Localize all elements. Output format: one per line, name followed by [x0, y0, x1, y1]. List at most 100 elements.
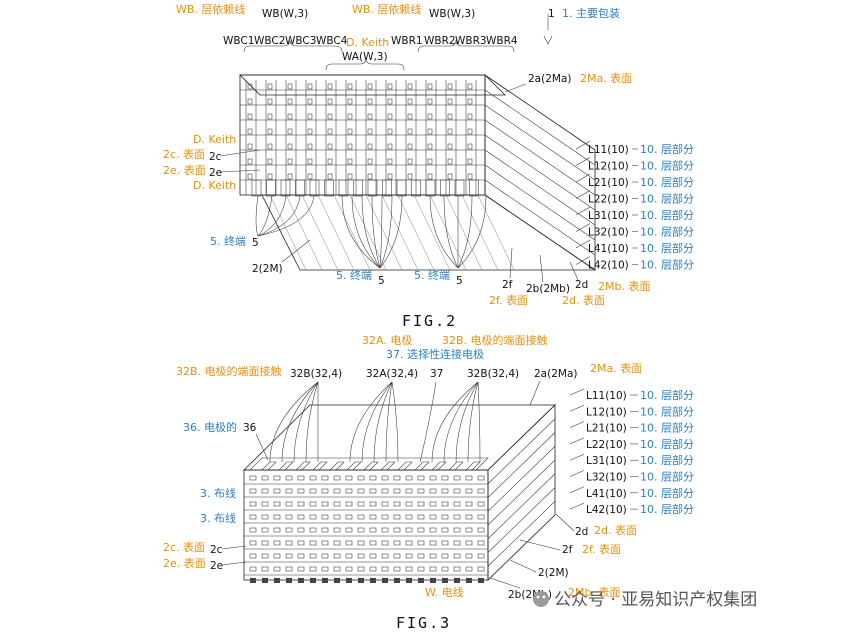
- fig3-via: [261, 501, 269, 507]
- fig3-via: [465, 527, 473, 533]
- fig2-lead-left: [257, 195, 301, 237]
- fig3-via: [405, 540, 413, 546]
- fig2-layer-label: L12(10): [588, 161, 629, 173]
- fig2-foot: [295, 179, 305, 197]
- fig2-layer-leader: [575, 140, 591, 150]
- fig3-lead-32a: [373, 381, 393, 463]
- fig2-pad: [347, 128, 353, 135]
- fig3-via: [321, 566, 329, 572]
- fig3-leader-2c: [221, 545, 247, 550]
- fig3-layer-label: L42(10): [586, 504, 627, 516]
- fig2-pad: [367, 98, 373, 105]
- fig3-via: [405, 527, 413, 533]
- fig3-layer-leader: [569, 421, 585, 428]
- fig3-via: [357, 475, 365, 481]
- fig3-via: [453, 527, 461, 533]
- fig2-pad: [387, 128, 393, 135]
- fig2-leader-2e: [219, 169, 261, 173]
- fig3-lead-32b-right: [467, 381, 479, 463]
- fig2-pad: [427, 83, 433, 90]
- fig3-via: [441, 540, 449, 546]
- fig3-via: [357, 540, 365, 546]
- fig2-lead-right: [443, 195, 459, 269]
- fig2-foot: [469, 179, 479, 197]
- fig2-pad: [327, 98, 333, 105]
- fig3-via: [309, 566, 317, 572]
- fig3-layer-label: L12(10): [586, 406, 627, 418]
- fig2-label-wa: WA(W,3): [342, 51, 388, 63]
- fig2-lead-mid: [371, 195, 381, 269]
- fig3-layer-note: 10. 层部分: [640, 502, 694, 516]
- fig2-base-hatch: [301, 194, 339, 271]
- fig3-via: [309, 514, 317, 520]
- fig3-side-layer: [487, 501, 556, 567]
- fig2-lead-mid: [351, 195, 381, 269]
- fig3-via: [273, 475, 281, 481]
- fig2-note-wb-left: WB. 层依赖线: [176, 2, 245, 16]
- fig2-leader-2d: [569, 261, 579, 281]
- fig2-label-2b: 2b(2Mb): [526, 283, 570, 295]
- fig2-pad: [267, 98, 273, 105]
- fig3-via: [345, 475, 353, 481]
- fig2-lead-mid: [341, 195, 381, 269]
- fig3-electrode-pad: [312, 461, 328, 471]
- fig3-caption: FIG.3: [396, 614, 451, 632]
- fig3-via: [441, 501, 449, 507]
- fig3-via: [309, 488, 317, 494]
- fig3-via: [273, 488, 281, 494]
- fig3-layer-label: L21(10): [586, 423, 627, 435]
- fig2-note-2f: 2f. 表面: [489, 293, 528, 307]
- fig3-via: [285, 566, 293, 572]
- fig3-via: [249, 540, 257, 546]
- fig2-foot: [309, 179, 320, 197]
- fig3-layer-leader: [569, 470, 585, 477]
- fig3-foot: [358, 578, 364, 583]
- fig3-via: [273, 514, 281, 520]
- fig2-layer-leader: [575, 190, 591, 199]
- fig3-via: [249, 475, 257, 481]
- fig3-via: [393, 488, 401, 494]
- fig3-via: [285, 553, 293, 559]
- fig2-foot: [324, 179, 334, 197]
- fig3-via: [309, 475, 317, 481]
- fig3-via: [309, 527, 317, 533]
- fig3-leader-2f: [519, 539, 561, 551]
- fig2-foot: [280, 179, 291, 197]
- fig3-foot: [478, 578, 484, 583]
- fig3-via: [417, 553, 425, 559]
- fig3-note-32b-right: 32B. 电极的端面接触: [442, 333, 548, 347]
- fig2-label-5-mid: 5: [378, 275, 385, 287]
- fig2-note-2c: 2c. 表面: [163, 147, 205, 161]
- fig3-label-2a: 2a(2Ma): [534, 368, 577, 380]
- fig3-side-layer: [487, 473, 556, 539]
- fig2-pad: [387, 143, 393, 150]
- fig2-pad: [287, 83, 293, 90]
- fig3-via: [477, 527, 485, 533]
- fig3-via: [249, 501, 257, 507]
- fig2-pad: [347, 173, 353, 180]
- fig2-layer-leader: [575, 206, 591, 216]
- fig2-pad: [267, 143, 273, 150]
- fig2-pad: [267, 158, 273, 165]
- fig3-note-37: 37. 选择性连接电极: [386, 347, 484, 361]
- fig3-via: [417, 566, 425, 572]
- fig2-note-dkeith-mid: D. Keith: [193, 133, 236, 146]
- fig2-leader-2M: [281, 239, 311, 263]
- fig3-annotations: 32A. 电极 32B. 电极的端面接触 37. 选择性连接电极 32B. 电极…: [163, 333, 694, 599]
- fig2-layer-leader: [575, 239, 591, 249]
- fig2-pad: [287, 113, 293, 120]
- fig3-via: [477, 540, 485, 546]
- fig2-pad: [327, 143, 333, 150]
- fig3-electrode-pad: [261, 461, 277, 471]
- fig2-pad: [287, 158, 293, 165]
- fig3-via: [441, 527, 449, 533]
- fig2-layer-label: L11(10): [588, 144, 629, 156]
- fig3-side-layer: [487, 514, 556, 581]
- fig3-foot: [418, 578, 424, 583]
- fig3-via: [249, 514, 257, 520]
- fig2-layer-label: L22(10): [588, 194, 629, 206]
- fig3-via: [333, 540, 341, 546]
- fig3-foot: [406, 578, 412, 583]
- fig3-via: [249, 553, 257, 559]
